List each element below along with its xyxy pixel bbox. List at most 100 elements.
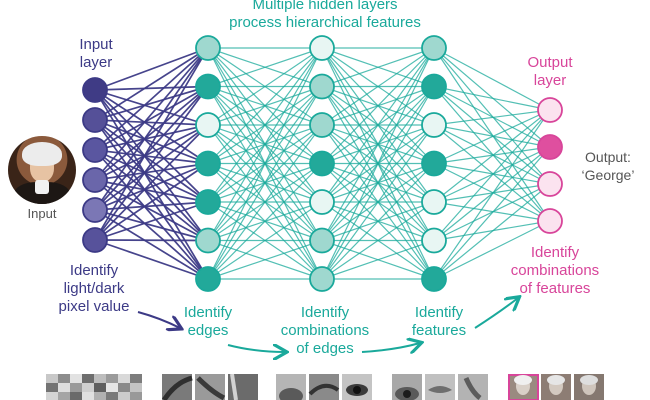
connection-line	[207, 47, 323, 88]
input-layer-label: Input layer	[79, 36, 113, 71]
hidden-node	[421, 266, 447, 292]
hidden-node	[195, 266, 221, 292]
connection-line	[321, 239, 435, 280]
input-node	[82, 107, 108, 133]
connection-line	[207, 47, 323, 126]
connection-line	[433, 124, 551, 185]
arrow-edges-to-combinations	[227, 345, 285, 352]
identify-combinations-of-edges-label: Identify combinations of edges	[280, 304, 370, 357]
connection-line	[94, 47, 209, 121]
connection-line	[433, 220, 551, 280]
input-node	[82, 227, 108, 253]
input-node	[82, 137, 108, 163]
connection-line	[94, 47, 209, 211]
hidden-node	[195, 227, 221, 254]
hidden-node	[309, 266, 335, 292]
hidden-node	[421, 150, 447, 177]
connection-line	[433, 201, 551, 222]
connection-line	[94, 47, 209, 181]
connection-line	[94, 162, 209, 241]
connection-line	[207, 239, 323, 280]
connection-line	[321, 124, 435, 280]
connection-line	[94, 149, 209, 165]
connection-line	[433, 47, 551, 111]
connection-line	[94, 85, 209, 211]
connection-line	[94, 124, 209, 151]
input-image-label: Input	[27, 206, 57, 221]
connection-line	[321, 47, 435, 280]
connection-line	[433, 85, 551, 148]
connection-line	[207, 47, 323, 164]
connection-line	[94, 201, 209, 241]
connection-line	[321, 163, 435, 280]
connection-line	[433, 86, 551, 185]
edges-thumbnail	[162, 374, 258, 400]
input-node	[82, 197, 108, 223]
connection-line	[94, 239, 209, 242]
identify-features-label: Identify features	[411, 304, 467, 339]
connection-line	[321, 47, 435, 164]
connection-line	[207, 47, 323, 241]
hidden-node	[421, 227, 447, 254]
connection-line	[94, 85, 209, 151]
connection-line	[433, 47, 551, 148]
hidden-layers-title: Multiple hidden layers process hierarchi…	[229, 0, 421, 31]
connection-line	[433, 47, 551, 185]
hidden-node	[421, 189, 447, 215]
hidden-node	[195, 35, 221, 61]
connection-line	[433, 109, 551, 241]
connection-line	[207, 124, 323, 280]
connection-line	[321, 47, 435, 203]
connection-line	[94, 85, 209, 241]
connection-line	[94, 85, 209, 121]
connection-line	[94, 124, 209, 241]
connection-line	[94, 47, 209, 91]
hidden-node	[421, 73, 447, 100]
connection-line	[433, 146, 551, 280]
hidden-node	[195, 189, 221, 215]
hidden-node	[309, 189, 335, 215]
connection-line	[207, 47, 323, 203]
hidden-node	[309, 112, 335, 138]
connection-line	[94, 119, 209, 165]
neuron-nodes	[82, 35, 563, 292]
connection-line	[433, 109, 551, 165]
arrow-pixel-to-edges	[137, 311, 180, 328]
output-node	[537, 134, 563, 160]
connection-line	[94, 162, 209, 181]
connection-line	[433, 162, 551, 222]
identify-edges-label: Identify edges	[183, 304, 233, 339]
connection-line	[94, 162, 209, 211]
connection-line	[433, 124, 551, 148]
connection-line	[207, 163, 323, 280]
connection-line	[94, 47, 209, 241]
connection-line	[433, 162, 551, 185]
connection-line	[433, 86, 551, 222]
identify-combinations-of-features-label: Identify combinations of features	[510, 244, 600, 297]
connection-line	[94, 239, 209, 280]
connection-lines	[94, 47, 551, 280]
hidden-node	[421, 35, 447, 61]
connection-line	[207, 201, 323, 280]
output-node	[537, 208, 563, 234]
connection-line	[94, 89, 209, 126]
connection-line	[207, 86, 323, 280]
hidden-node	[309, 150, 335, 177]
output-node	[537, 171, 563, 197]
hidden-node	[195, 73, 221, 100]
output-result-label: Output: ‘George’	[581, 149, 635, 183]
connection-line	[433, 109, 551, 280]
hidden-node	[309, 227, 335, 254]
arrow-features-to-combinations	[474, 298, 518, 329]
edge-combinations-thumbnail	[276, 374, 372, 400]
connection-line	[433, 109, 551, 203]
output-layer-label: Output layer	[527, 54, 573, 89]
connection-line	[433, 109, 551, 126]
hidden-node	[309, 35, 335, 61]
connection-line	[94, 119, 209, 126]
connection-line	[321, 47, 435, 88]
output-node	[537, 97, 563, 123]
hidden-node	[195, 150, 221, 177]
